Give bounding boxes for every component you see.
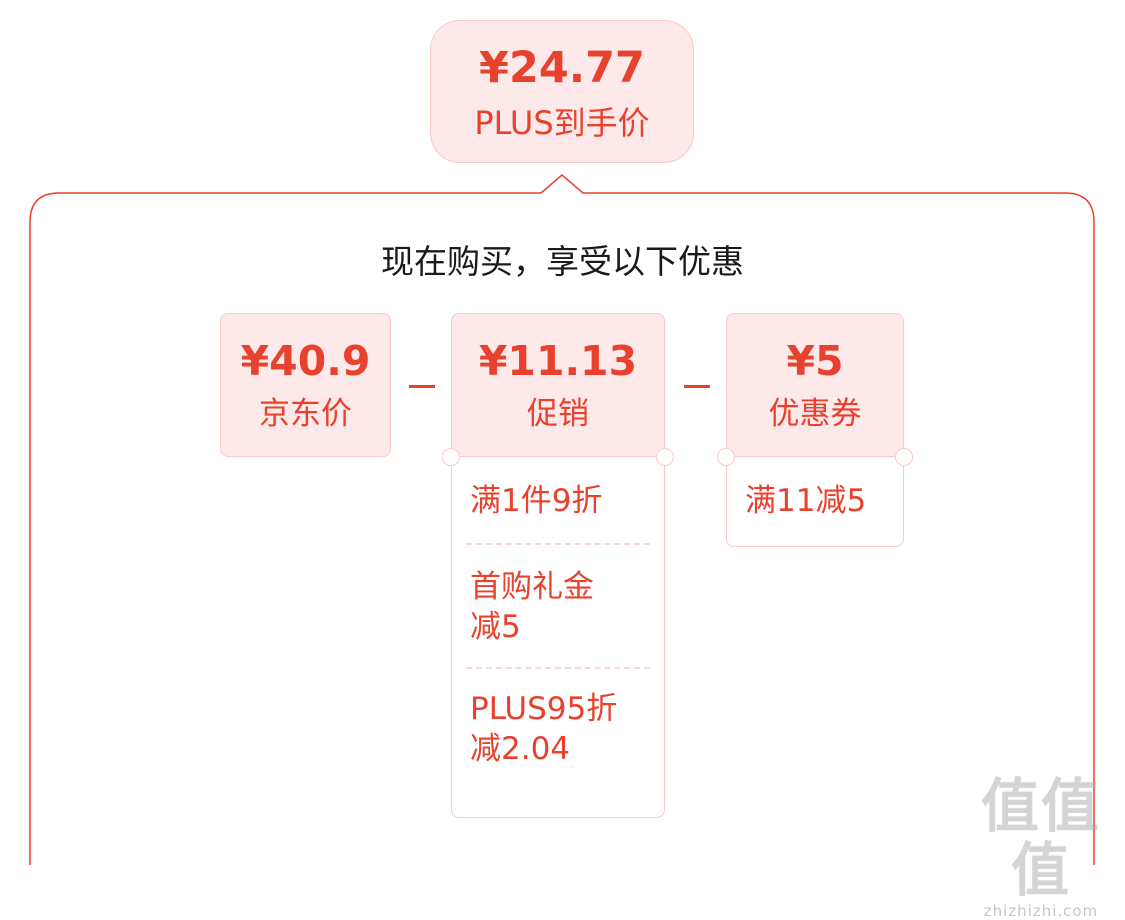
ticket-notch — [442, 448, 460, 466]
site-watermark: 值值值 zhizhizhi.com — [966, 774, 1116, 920]
watermark-logo: 值值值 — [980, 772, 1101, 904]
plus-final-price-badge: ¥24.77 PLUS到手价 — [430, 20, 694, 163]
coupon-label: 优惠券 — [768, 396, 862, 432]
ticket-notch — [656, 448, 674, 466]
jd-price-card: ¥40.9 京东价 — [220, 313, 391, 457]
promotion-detail-item: 满1件9折 — [470, 483, 603, 519]
watermark-url: zhizhizhi.com — [983, 902, 1099, 920]
jd-price-label: 京东价 — [259, 396, 352, 432]
final-price-amount: ¥24.77 — [479, 43, 645, 93]
discount-panel-border — [29, 174, 1095, 865]
promotion-card: ¥11.13 促销 — [451, 313, 665, 457]
ticket-notch — [717, 448, 735, 466]
coupon-card: ¥5 优惠券 — [726, 313, 904, 457]
promotion-detail-item: PLUS95折减2.04 — [470, 691, 618, 767]
promotion-amount: ¥11.13 — [478, 337, 638, 385]
promotion-detail-item: 首购礼金减5 — [470, 569, 594, 645]
ticket-notch — [895, 448, 913, 466]
promotion-label: 促销 — [527, 396, 589, 432]
minus-operator — [409, 385, 435, 388]
coupon-amount: ¥5 — [786, 337, 844, 385]
detail-divider — [466, 667, 650, 669]
coupon-details: 满11减5 — [726, 457, 904, 547]
final-price-label: PLUS到手价 — [474, 104, 650, 142]
jd-price-amount: ¥40.9 — [240, 337, 371, 385]
coupon-detail-item: 满11减5 — [745, 483, 867, 519]
panel-title: 现在购买，享受以下优惠 — [381, 242, 744, 281]
minus-operator — [684, 385, 710, 388]
promotion-details: 满1件9折 首购礼金减5 PLUS95折减2.04 — [451, 457, 665, 818]
detail-divider — [466, 543, 650, 545]
